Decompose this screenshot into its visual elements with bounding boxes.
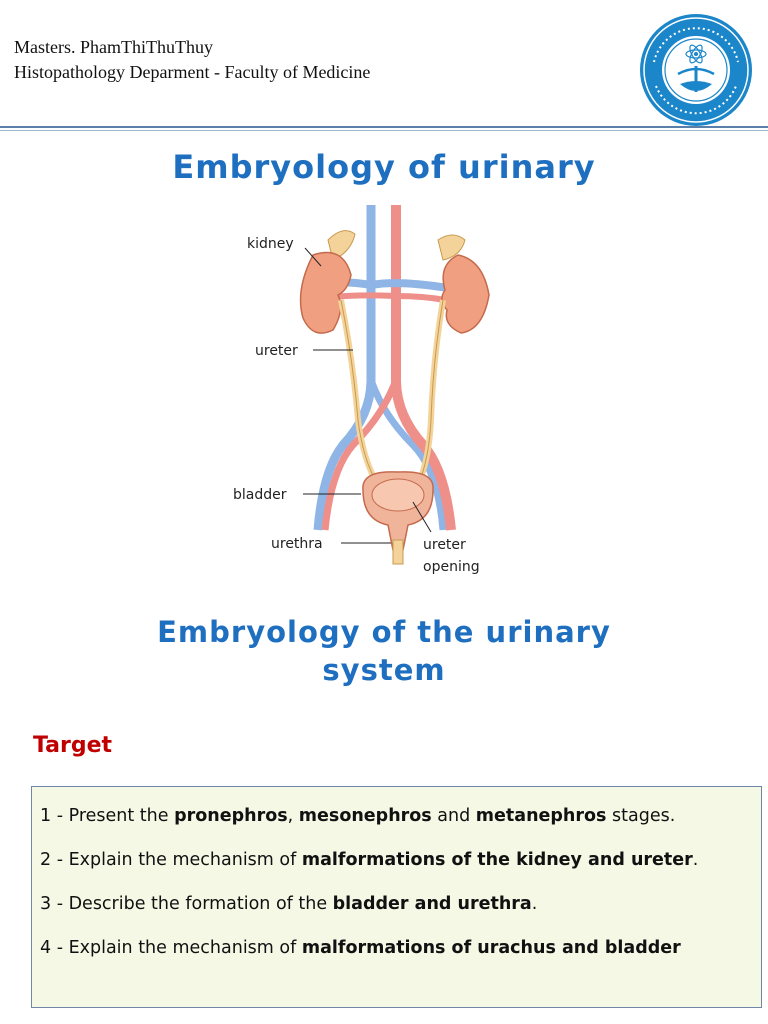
objective-item: 3 - Describe the formation of the bladde… xyxy=(40,894,538,914)
objectives-box: 1 - Present the pronephros, mesonephros … xyxy=(31,786,762,1008)
objective-item: 4 - Explain the mechanism of malformatio… xyxy=(40,938,681,958)
header-divider-thin xyxy=(0,130,768,131)
urinary-system-illustration: kidney ureter bladder urethra ureter ope… xyxy=(233,200,495,577)
label-ureter-opening-2: opening xyxy=(423,559,480,575)
section-title-line1: Embryology of the urinary xyxy=(157,615,611,649)
objective-item: 2 - Explain the mechanism of malformatio… xyxy=(40,850,699,870)
label-ureter-opening-1: ureter xyxy=(423,537,466,553)
label-ureter: ureter xyxy=(255,343,298,359)
slide-title: Embryology of urinary xyxy=(172,148,596,186)
department-name: Histopathology Deparment - Faculty of Me… xyxy=(14,62,371,82)
target-heading: Target xyxy=(33,733,113,758)
author-name: Masters. PhamThiThuThuy xyxy=(14,37,213,57)
section-title: Embryology of the urinary system xyxy=(0,613,768,689)
section-title-line2: system xyxy=(322,653,446,687)
university-seal-icon xyxy=(640,14,752,126)
objective-item: 1 - Present the pronephros, mesonephros … xyxy=(40,806,676,826)
label-urethra: urethra xyxy=(271,536,323,552)
label-kidney: kidney xyxy=(247,236,294,252)
author-header: Masters. PhamThiThuThuy Histopathology D… xyxy=(14,35,370,85)
header-divider xyxy=(0,126,768,128)
label-bladder: bladder xyxy=(233,487,287,503)
